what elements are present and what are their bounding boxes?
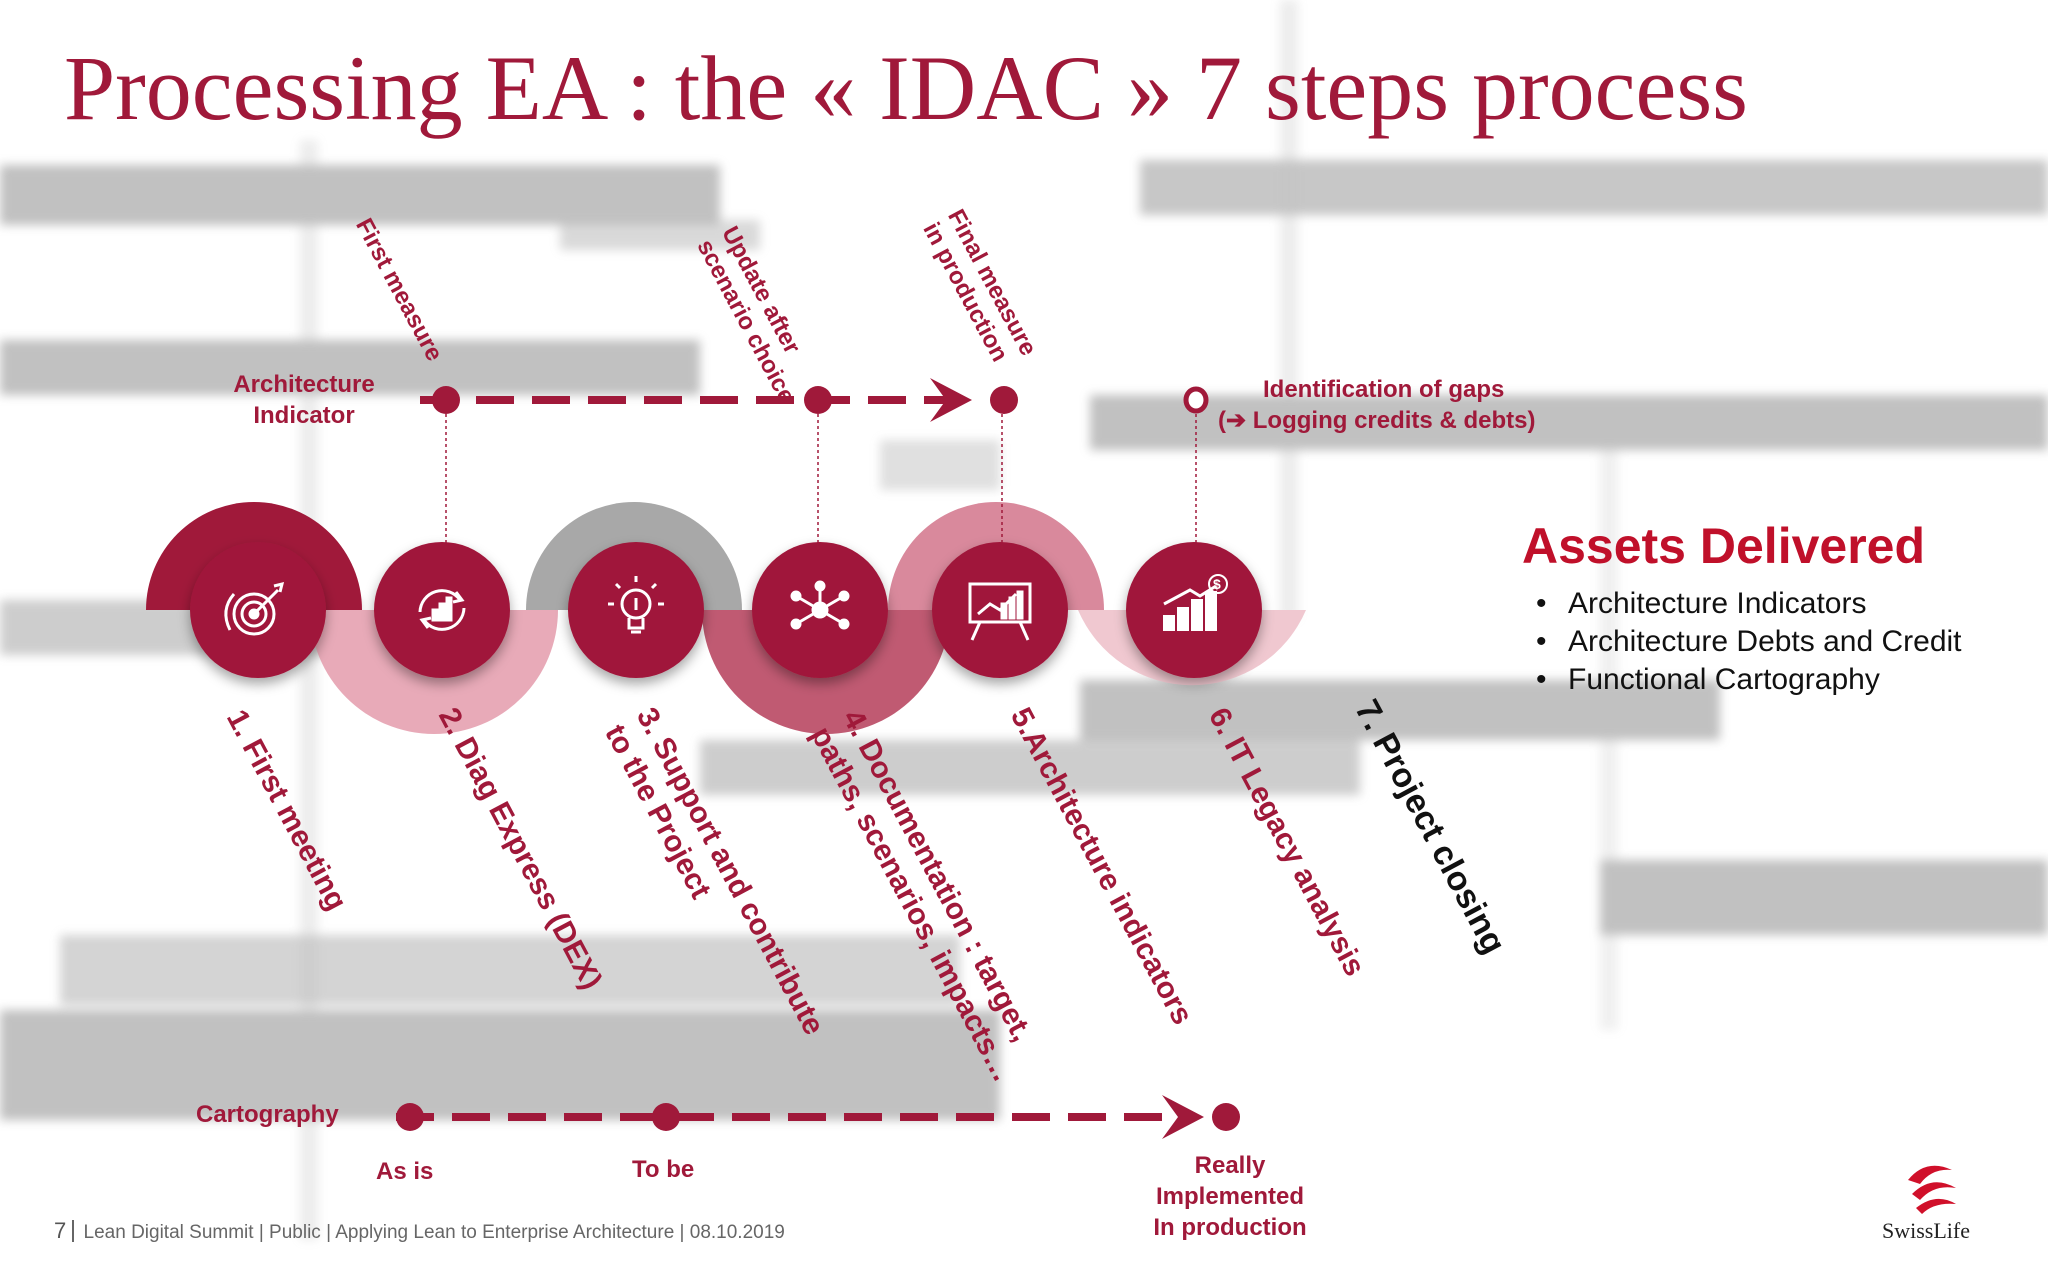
- assets-item: Functional Cartography: [1522, 661, 1962, 699]
- cycle-chart-icon: [418, 589, 466, 631]
- architecture-arrowhead: [930, 378, 972, 422]
- really-line1: Really: [1194, 1152, 1266, 1179]
- really-line3: In production: [1153, 1214, 1307, 1241]
- svg-text:$: $: [1213, 576, 1221, 592]
- page-number: 7: [54, 1218, 67, 1243]
- assets-title: Assets Delivered: [1522, 518, 1926, 574]
- to-be-label: To be: [632, 1156, 695, 1183]
- as-is-label: As is: [376, 1158, 434, 1185]
- really-line2: Implemented: [1155, 1183, 1305, 1210]
- really-implemented-label: Really Implemented In production: [1120, 1150, 1340, 1243]
- architecture-label-line2: Indicator: [253, 402, 355, 429]
- gaps-dot: [1183, 386, 1209, 414]
- lightbulb-icon: [608, 576, 664, 634]
- gaps-label: Identification of gaps (➔ Logging credit…: [1218, 374, 1535, 436]
- network-icon: [790, 580, 850, 630]
- architecture-label-line1: Architecture: [233, 371, 375, 398]
- update-dot: [804, 386, 832, 414]
- target-icon: [224, 581, 285, 636]
- gaps-label-line2: (➔ Logging credits & debts): [1218, 407, 1536, 434]
- assets-list: Architecture Indicators Architecture Deb…: [1522, 585, 1962, 699]
- cartography-arrowhead: [1162, 1095, 1204, 1139]
- page-title: Processing EA : the « IDAC » 7 steps pro…: [64, 37, 1748, 139]
- assets-item: Architecture Debts and Credit: [1522, 623, 1962, 661]
- swisslife-logo-text: SwissLife: [1882, 1218, 1970, 1243]
- presentation-board-icon: [968, 582, 1032, 641]
- swisslife-logo-icon: [1908, 1165, 1956, 1214]
- assets-item: Architecture Indicators: [1522, 585, 1962, 623]
- growth-bars-dollar-icon: $: [1163, 574, 1228, 631]
- really-implemented-dot: [1212, 1103, 1240, 1131]
- footer: 7 Lean Digital Summit | Public | Applyin…: [54, 1218, 785, 1244]
- footer-text: Lean Digital Summit | Public | Applying …: [83, 1222, 785, 1243]
- footer-divider: [72, 1220, 75, 1242]
- architecture-indicator-label: Architecture Indicator: [214, 369, 394, 431]
- to-be-dot: [652, 1103, 680, 1131]
- final-measure-dot: [990, 386, 1018, 414]
- gaps-label-line1: Identification of gaps: [1263, 376, 1505, 403]
- first-measure-dot: [432, 386, 460, 414]
- as-is-dot: [396, 1103, 424, 1131]
- cartography-label: Cartography: [196, 1101, 339, 1128]
